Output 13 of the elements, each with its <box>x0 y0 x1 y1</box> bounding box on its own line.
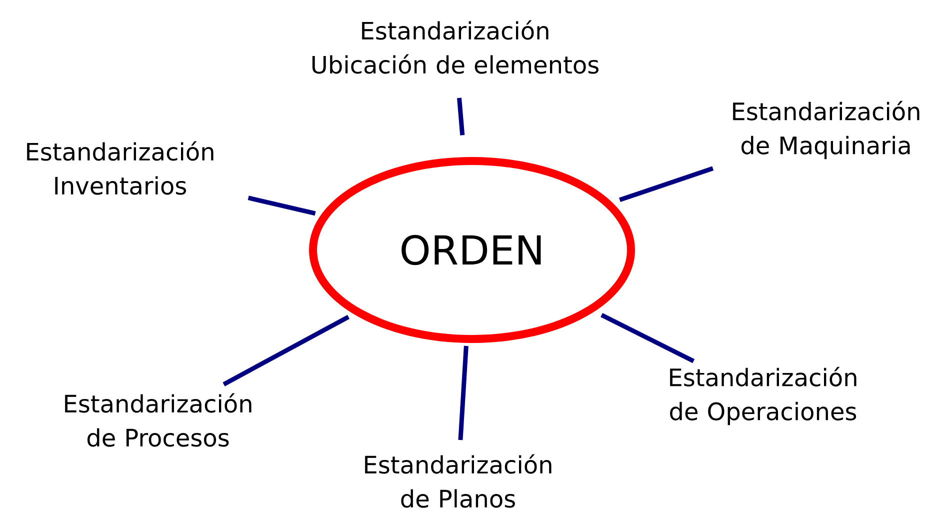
label-text: Estandarización de Procesos <box>65 393 252 447</box>
connector-line <box>600 312 695 364</box>
connector-line <box>457 98 465 136</box>
label-text: Estandarización Inventarios <box>27 141 214 195</box>
label-text: Estandarización de Maquinaria <box>733 100 920 160</box>
ellipse-node: ORDEN <box>309 157 635 343</box>
connector-line <box>618 166 714 202</box>
connector-line <box>222 314 350 386</box>
label-text: Estandarización de Planos <box>365 454 552 508</box>
connector-line <box>248 196 316 216</box>
connector-line <box>458 346 468 440</box>
label-text: Estandarización Ubicación de elementos <box>312 20 598 74</box>
label-text: Estandarización de Operaciones <box>670 366 856 426</box>
